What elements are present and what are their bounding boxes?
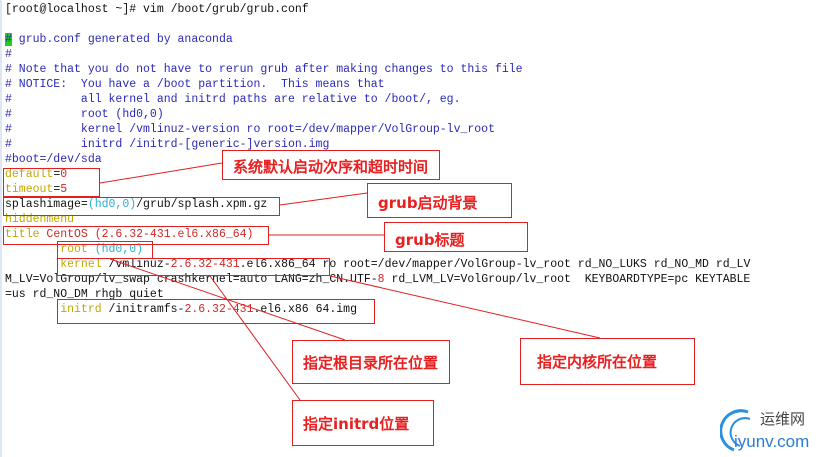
terminal-text: =: [53, 168, 61, 181]
terminal-text: hiddenmenu: [5, 213, 75, 226]
terminal-text: 5: [60, 183, 68, 196]
annotation-initrd: 指定initrd位置: [292, 400, 434, 446]
terminal-text: 0: [60, 168, 68, 181]
terminal-line: # kernel /vmlinuz-version ro root=/dev/m…: [5, 122, 750, 137]
watermark-cn: 运维网: [760, 410, 806, 428]
terminal-line: default=0: [5, 167, 750, 182]
swirl-icon: [720, 409, 751, 452]
terminal-line: hiddenmenu: [5, 212, 750, 227]
terminal-text: /grub/splash.xpm.gz: [136, 198, 268, 211]
terminal-text: splashimage=: [5, 198, 88, 211]
terminal-text: # Note that you do not have to rerun gru…: [5, 63, 523, 76]
terminal-text: 2.6.32-431: [170, 258, 240, 271]
text-cursor: #: [5, 33, 12, 46]
connector-splash: [279, 192, 368, 206]
terminal-text: =: [53, 183, 61, 196]
connector-kernel: [329, 275, 601, 339]
terminal-text: default: [5, 168, 54, 181]
terminal-text: /initramfs-: [101, 303, 185, 316]
highlight-kernel: [57, 258, 330, 276]
terminal-text: (hd0,0): [87, 198, 137, 211]
terminal-text: title: [5, 228, 40, 241]
connector-default-timeout: [99, 162, 223, 184]
terminal-text: [root@localhost ~]# vim /boot/grub/grub.…: [5, 3, 309, 16]
terminal-line: # all kernel and initrd paths are relati…: [5, 92, 750, 107]
terminal-text: /vmlinuz-: [101, 258, 171, 271]
annotation-title: grub标题: [384, 222, 528, 252]
terminal-line: # root (hd0,0): [5, 107, 750, 122]
terminal-line: timeout=5: [5, 182, 750, 197]
terminal-text: rd_LVM_LV=VolGroup/lv_root KEYBOARDTYPE=…: [384, 273, 751, 286]
highlight-splashimage: [3, 197, 280, 216]
terminal-line: #boot=/dev/sda: [5, 152, 750, 167]
terminal-text: =us rd_NO_DM rhgb quiet: [5, 288, 164, 301]
terminal-text: (hd0,0): [87, 243, 144, 256]
window-edge: [0, 0, 2, 457]
terminal-text: # root (hd0,0): [5, 108, 164, 121]
terminal-line: kernel /vmlinuz-2.6.32-431.el6.x86_64 ro…: [5, 257, 750, 272]
terminal-text: CentOS (2.6.32-431.el6.x86_64): [39, 228, 254, 241]
connector-initrd: [209, 275, 301, 401]
annotation-splash: grub启动背景: [367, 183, 512, 218]
terminal-text: # initrd /initrd-[generic-]version.img: [5, 138, 330, 151]
annotation-default-timeout: 系统默认启动次序和超时时间: [222, 150, 440, 180]
terminal-line: # grub.conf generated by anaconda: [5, 32, 750, 47]
terminal-text: root: [5, 243, 88, 256]
terminal-line: # NOTICE: You have a /boot partition. Th…: [5, 77, 750, 92]
terminal-line: # Note that you do not have to rerun gru…: [5, 62, 750, 77]
terminal-line: #: [5, 47, 750, 62]
terminal-line: splashimage=(hd0,0)/grub/splash.xpm.gz: [5, 197, 750, 212]
annotation-kernel: 指定内核所在位置: [520, 338, 695, 385]
terminal-line: =us rd_NO_DM rhgb quiet: [5, 287, 750, 302]
terminal-text: initrd: [5, 303, 102, 316]
terminal-text: #: [5, 48, 12, 61]
terminal-line: # initrd /initrd-[generic-]version.img: [5, 137, 750, 152]
terminal-text: # all kernel and initrd paths are relati…: [5, 93, 461, 106]
terminal-text: # kernel /vmlinuz-version ro root=/dev/m…: [5, 123, 495, 136]
terminal-text: grub.conf generated by anaconda: [11, 33, 233, 46]
terminal-text: .el6.x86_64 ro root=/dev/mapper/VolGroup…: [239, 258, 751, 271]
highlight-initrd: [57, 299, 375, 324]
terminal-line: [root@localhost ~]# vim /boot/grub/grub.…: [5, 2, 750, 17]
terminal-text: # NOTICE: You have a /boot partition. Th…: [5, 78, 385, 91]
watermark-logo: 运维网 iyunv.com: [720, 402, 820, 454]
terminal-text: kernel: [5, 258, 102, 271]
terminal-text: 8: [377, 273, 385, 286]
terminal-line: root (hd0,0): [5, 242, 750, 257]
terminal-text: timeout: [5, 183, 54, 196]
annotation-root: 指定根目录所在位置: [292, 340, 450, 384]
terminal-line: title CentOS (2.6.32-431.el6.x86_64): [5, 227, 750, 242]
watermark-en: iyunv.com: [734, 432, 810, 451]
terminal-text: #boot=/dev/sda: [5, 153, 102, 166]
highlight-default-timeout: [3, 168, 100, 197]
